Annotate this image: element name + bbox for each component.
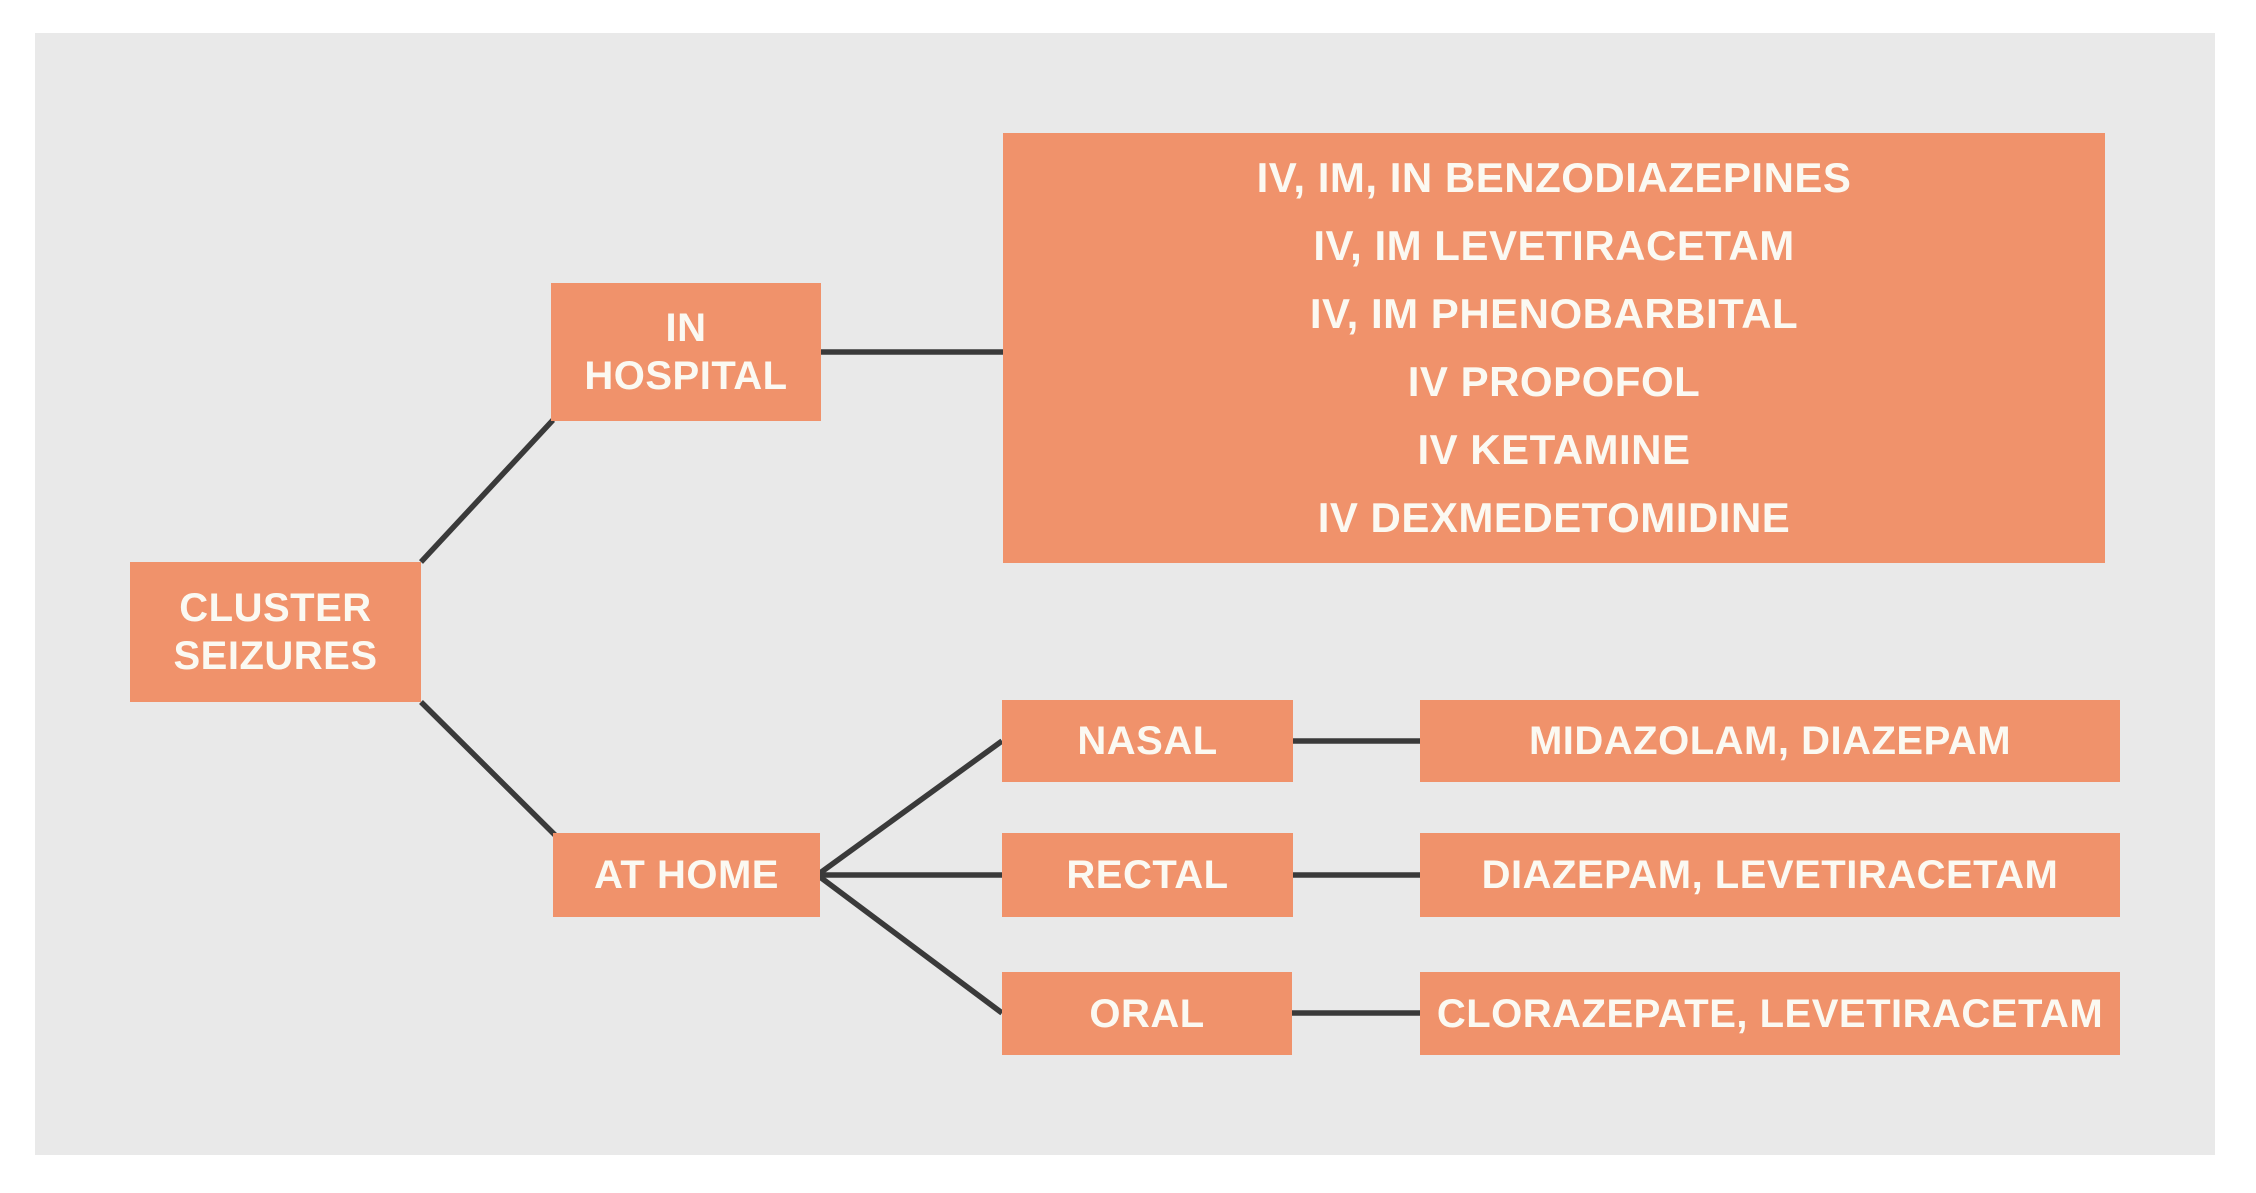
treatment-line-propofol: IV PROPOFOL	[1407, 358, 1701, 405]
node-nasal-drugs-label: MIDAZOLAM, DIAZEPAM	[1528, 719, 2012, 763]
node-rectal-drugs-label: DIAZEPAM, LEVETIRACETAM	[1481, 853, 2059, 897]
node-nasal-label: NASAL	[1077, 719, 1218, 763]
node-rectal-label: RECTAL	[1066, 853, 1229, 897]
node-hospital-treatments: IV, IM, IN BENZODIAZEPINES IV, IM LEVETI…	[1003, 133, 2105, 563]
node-in-hospital-label: IN HOSPITAL	[584, 306, 788, 398]
node-nasal: NASAL	[1002, 700, 1293, 782]
node-oral-drugs: CLORAZEPATE, LEVETIRACETAM	[1420, 972, 2120, 1055]
node-nasal-drugs: MIDAZOLAM, DIAZEPAM	[1420, 700, 2120, 782]
node-in-hospital: IN HOSPITAL	[551, 283, 821, 421]
node-at-home-label: AT HOME	[594, 853, 779, 897]
node-at-home: AT HOME	[553, 833, 820, 917]
treatment-line-ketamine: IV KETAMINE	[1417, 426, 1691, 473]
treatment-line-levetiracetam: IV, IM LEVETIRACETAM	[1313, 222, 1795, 269]
treatment-line-benzodiazepines: IV, IM, IN BENZODIAZEPINES	[1256, 154, 1852, 201]
treatment-line-dexmedetomidine: IV DEXMEDETOMIDINE	[1317, 494, 1791, 541]
node-cluster-seizures: CLUSTER SEIZURES	[130, 562, 421, 702]
node-cluster-seizures-label: CLUSTER SEIZURES	[173, 586, 378, 678]
node-rectal-drugs: DIAZEPAM, LEVETIRACETAM	[1420, 833, 2120, 917]
treatment-line-phenobarbital: IV, IM PHENOBARBITAL	[1309, 290, 1799, 337]
node-oral-drugs-label: CLORAZEPATE, LEVETIRACETAM	[1436, 991, 2104, 1036]
node-rectal: RECTAL	[1002, 833, 1293, 917]
node-oral: ORAL	[1002, 972, 1292, 1055]
node-oral-label: ORAL	[1089, 991, 1205, 1036]
